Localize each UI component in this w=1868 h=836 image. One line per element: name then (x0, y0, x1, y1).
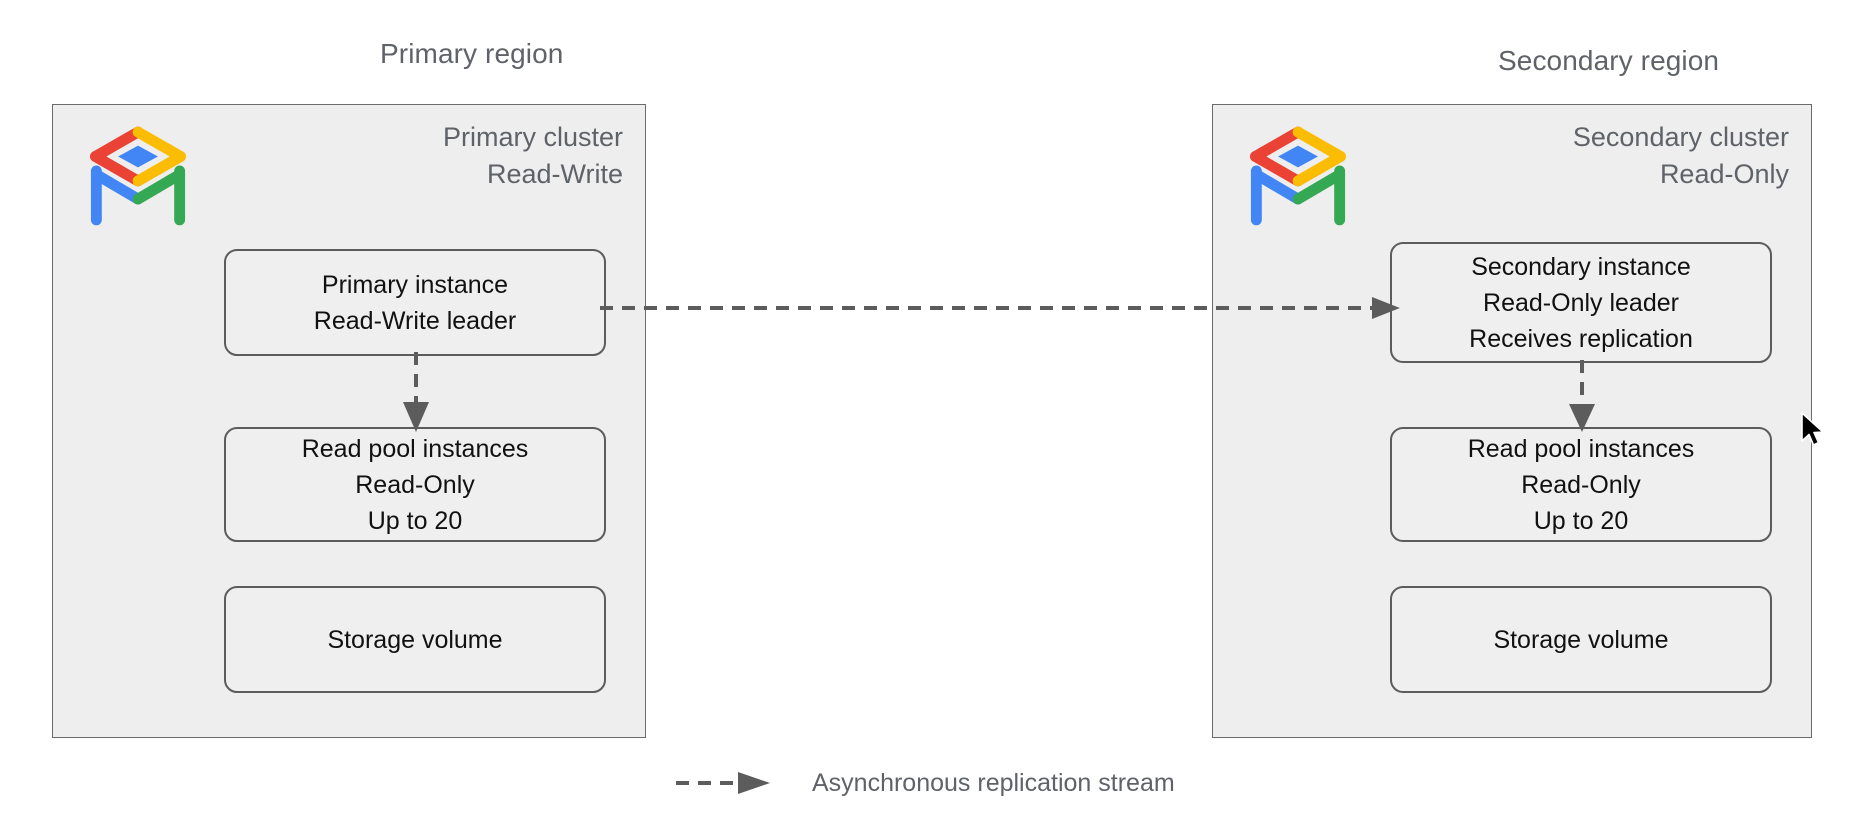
secondary-region-title: Secondary region (1498, 45, 1720, 76)
primary-read-pool-line-2: Read-Only (355, 470, 475, 499)
secondary-read-pool-box[interactable]: Read pool instances Read-Only Up to 20 (1390, 427, 1772, 542)
secondary-instance-line-2: Read-Only leader (1483, 288, 1679, 317)
primary-instance-to-read-pool-arrow (403, 352, 429, 432)
secondary-instance-line-1: Secondary instance (1471, 252, 1691, 281)
primary-read-pool-box[interactable]: Read pool instances Read-Only Up to 20 (224, 427, 606, 542)
secondary-instance-line-3: Receives replication (1469, 324, 1693, 353)
legend: Asynchronous replication stream (676, 765, 1175, 801)
secondary-instance-to-read-pool-arrow (1569, 360, 1595, 432)
primary-cluster-heading: Primary cluster Read-Write (443, 119, 623, 193)
secondary-read-pool-line-1: Read pool instances (1467, 434, 1695, 463)
primary-instance-line-2: Read-Write leader (313, 306, 517, 335)
secondary-cluster-heading-line1: Secondary cluster (1572, 122, 1789, 152)
secondary-read-pool-line-2: Read-Only (1521, 470, 1641, 499)
legend-label: Asynchronous replication stream (812, 768, 1175, 797)
replication-arrow (600, 297, 1400, 319)
alloydb-logo (1243, 123, 1353, 228)
primary-cluster-heading-line1: Primary cluster (442, 122, 623, 152)
primary-storage-line-1: Storage volume (327, 625, 503, 654)
primary-cluster-heading-line2: Read-Write (486, 159, 623, 189)
secondary-read-pool-line-3: Up to 20 (1533, 506, 1629, 535)
primary-instance-box[interactable]: Primary instance Read-Write leader (224, 249, 606, 356)
primary-storage-volume-box[interactable]: Storage volume (224, 586, 606, 693)
alloydb-logo (83, 123, 193, 228)
primary-region-title: Primary region (380, 38, 564, 69)
secondary-storage-line-1: Storage volume (1493, 625, 1669, 654)
secondary-storage-volume-box[interactable]: Storage volume (1390, 586, 1772, 693)
primary-read-pool-line-3: Up to 20 (367, 506, 463, 535)
primary-instance-line-1: Primary instance (321, 270, 509, 299)
secondary-cluster-heading: Secondary cluster Read-Only (1573, 119, 1789, 193)
secondary-instance-box[interactable]: Secondary instance Read-Only leader Rece… (1390, 242, 1772, 363)
secondary-cluster-heading-line2: Read-Only (1659, 159, 1789, 189)
legend-dashed-arrow-icon (676, 772, 770, 794)
primary-read-pool-line-1: Read pool instances (301, 434, 529, 463)
